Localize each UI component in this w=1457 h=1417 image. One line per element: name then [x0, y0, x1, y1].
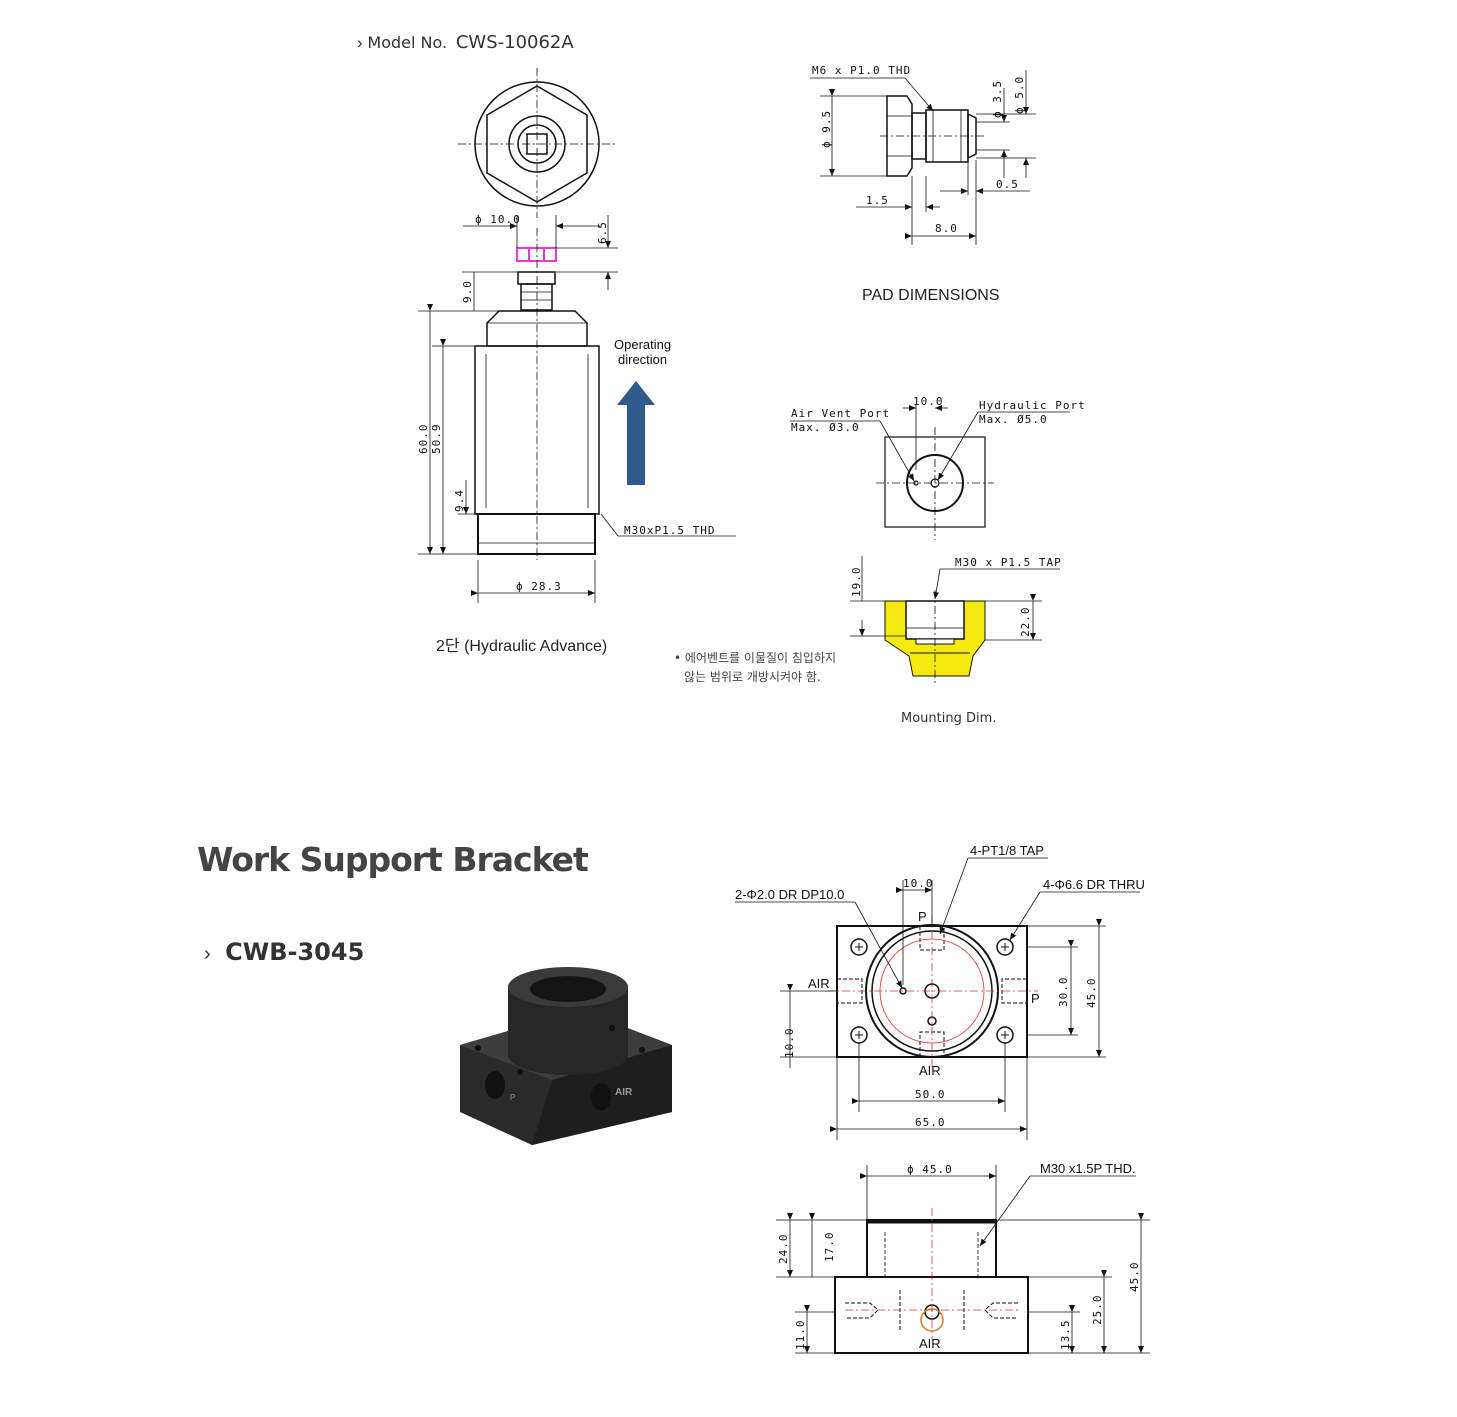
dim-h509: 50.9 — [430, 424, 443, 455]
pad-l15: 1.5 — [866, 194, 889, 207]
pad-dimension-lines — [810, 70, 1036, 245]
pad-d50: ϕ 5.0 — [1013, 76, 1026, 114]
bracket-v450: 45.0 — [1085, 978, 1098, 1009]
pad-d95: ϕ 9.5 — [820, 110, 833, 148]
mounting-note-line2: 않는 범위로 개방시켜야 함. — [684, 670, 821, 684]
bracket-spacing: 10.0 — [903, 877, 934, 890]
model-number: CWS-10062A — [455, 32, 574, 53]
bracket-photo: AIR P — [460, 967, 672, 1145]
photo-air-label: AIR — [615, 1087, 633, 1098]
pad-title: PAD DIMENSIONS — [862, 287, 1000, 304]
bracket-model: CWB-3045 — [225, 938, 365, 966]
operating-direction-line2: direction — [618, 352, 667, 367]
mounting-section-drawing — [884, 590, 986, 685]
chevron-right-icon: › — [204, 943, 211, 965]
bracket-h500: 50.0 — [915, 1088, 946, 1101]
dim-h94: 9.4 — [453, 489, 466, 512]
cws-dimension-lines — [418, 215, 736, 603]
pad-d35: ϕ 3.5 — [991, 80, 1004, 118]
pad-thread-label: M6 x P1.0 THD — [812, 64, 911, 77]
operating-direction-arrow — [617, 381, 655, 485]
cws-side-view — [474, 228, 600, 560]
model-header: › Model No. CWS-10062A — [357, 32, 574, 53]
mounting-note-line1: • 에어벤트를 이물질이 침입하지 — [674, 651, 837, 665]
bracket-dr2-label: 2-Φ2.0 DR DP10.0 — [735, 887, 844, 902]
dim-d283: ϕ 28.3 — [516, 580, 562, 593]
port-air-left: AIR — [808, 976, 830, 991]
bracket-side-v135: 13.5 — [1059, 1320, 1072, 1351]
cws-thread-label: M30xP1.5 THD — [624, 524, 715, 537]
photo-p-label: P — [510, 1093, 515, 1102]
port-air-bottom: AIR — [919, 1063, 941, 1078]
bracket-side-redlines — [845, 1208, 1018, 1340]
bracket-side-thread: M30 x1.5P THD. — [1040, 1161, 1136, 1176]
port-p-right: P — [1031, 991, 1040, 1006]
pad-drawing — [880, 95, 985, 177]
hydraulic-port-label: Hydraulic Port — [979, 399, 1086, 412]
mounting-dimension-lines — [850, 556, 1060, 641]
bracket-h650: 65.0 — [915, 1116, 946, 1129]
bracket-model-row: › CWB-3045 — [204, 938, 364, 966]
dim-h90: 9.0 — [461, 280, 474, 303]
bracket-side-v110: 11.0 — [794, 1320, 807, 1351]
bracket-side-d450: ϕ 45.0 — [907, 1163, 953, 1176]
bracket-side-air: AIR — [919, 1336, 941, 1351]
mounting-tap-label: M30 x P1.5 TAP — [955, 556, 1062, 569]
bracket-v100: 10.0 — [783, 1028, 796, 1059]
model-prefix: Model No. — [367, 33, 448, 52]
bracket-tap-label: 4-PT1/8 TAP — [970, 843, 1044, 858]
bracket-side-dimension-lines — [776, 1165, 1150, 1354]
dim-h65: 6.5 — [596, 221, 609, 244]
cws-top-view — [458, 68, 616, 218]
bracket-heading: Work Support Bracket — [197, 840, 589, 879]
port-layout-drawing — [790, 405, 1070, 540]
bracket-side-v170: 17.0 — [823, 1232, 836, 1263]
bracket-side-v250: 25.0 — [1091, 1295, 1104, 1326]
port-spacing: 10.0 — [913, 395, 944, 408]
operating-direction-line1: Operating — [614, 337, 671, 352]
dim-h600: 60.0 — [417, 424, 430, 455]
bracket-side-view — [834, 1219, 1029, 1354]
bracket-side-v240: 24.0 — [777, 1234, 790, 1265]
hydraulic-port-max: Max. Ø5.0 — [979, 413, 1048, 426]
bracket-v300: 30.0 — [1057, 977, 1070, 1008]
mounting-title: Mounting Dim. — [901, 711, 997, 726]
air-vent-label: Air Vent Port — [791, 407, 890, 420]
mounting-h190: 19.0 — [850, 567, 863, 598]
dim-d10: ϕ 10.0 — [475, 213, 521, 226]
bracket-dr66-label: 4-Φ6.6 DR THRU — [1043, 877, 1145, 892]
air-vent-max: Max. Ø3.0 — [791, 421, 860, 434]
mounting-h220: 22.0 — [1019, 607, 1032, 638]
pad-l05: 0.5 — [996, 178, 1019, 191]
pad-l80: 8.0 — [935, 222, 958, 235]
port-p-top: P — [918, 909, 927, 924]
chevron-right-icon: › — [357, 33, 363, 52]
cws-caption: 2단 (Hydraulic Advance) — [436, 638, 608, 655]
bracket-top-redlines — [826, 915, 1038, 1068]
bracket-top-dimension-lines — [735, 857, 1140, 1140]
bracket-side-v450: 45.0 — [1128, 1262, 1141, 1293]
